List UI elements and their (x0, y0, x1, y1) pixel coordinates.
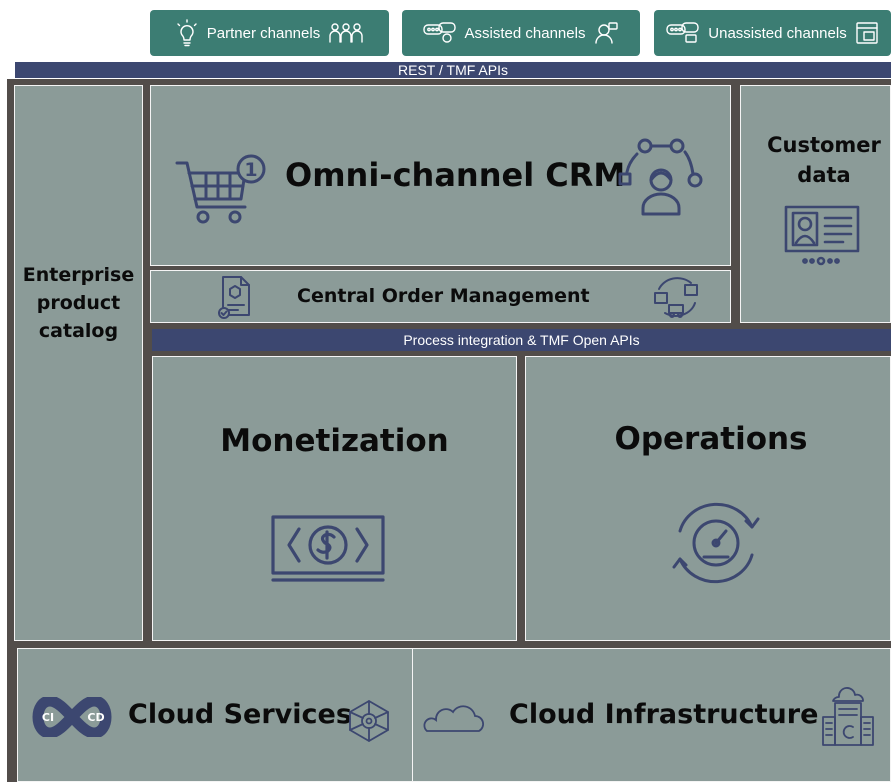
customer-data-line-2: data (797, 163, 851, 187)
lightbulb-icon (177, 19, 197, 47)
catalog-line-1: Enterprise (22, 264, 135, 286)
customer-data-panel: Customer data (740, 85, 891, 323)
datacenter-building-icon (822, 687, 874, 746)
customer-data-line-1: Customer (767, 133, 881, 157)
assisted-channels-button[interactable]: Assisted channels (402, 10, 640, 56)
money-bill-icon (271, 515, 385, 582)
cloud-services-title: Cloud Services (128, 699, 352, 730)
process-integration-bar: Process integration & TMF Open APIs (152, 329, 891, 351)
unassisted-channels-button[interactable]: Unassisted channels (654, 10, 891, 56)
customer-network-icon (618, 138, 703, 216)
catalog-line-2: product (36, 292, 121, 314)
ci-label: CI (42, 711, 54, 724)
assisted-channels-label: Assisted channels (464, 24, 586, 42)
partners-group-icon (329, 23, 363, 43)
speedometer-cycle-icon (672, 502, 760, 584)
ci-cd-infinity-icon: CI CD (32, 697, 112, 737)
unassisted-channels-label: Unassisted channels (708, 24, 847, 42)
network-hub-icon (349, 700, 389, 742)
order-document-icon (218, 276, 250, 319)
rest-tmf-api-label: REST / TMF APIs (398, 62, 508, 78)
delivery-cycle-icon (654, 277, 698, 318)
cart-badge: 1 (244, 159, 257, 181)
cloud-services-panel: CI CD Cloud Services (17, 648, 413, 782)
omni-channel-crm-title: Omni-channel CRM (285, 156, 626, 194)
partner-channels-button[interactable]: Partner channels (150, 10, 389, 56)
chat-bubbles-icon (422, 22, 456, 43)
operations-title: Operations (614, 421, 808, 457)
chat-bubbles-icon (666, 22, 699, 43)
monetization-panel: Monetization (152, 356, 517, 641)
process-integration-label: Process integration & TMF Open APIs (403, 332, 640, 348)
id-card-icon (784, 205, 860, 266)
cloud-infrastructure-title: Cloud Infrastructure (509, 699, 819, 730)
self-service-screen-icon (856, 22, 878, 44)
central-order-management-panel: Central Order Management (150, 270, 731, 323)
central-order-management-title: Central Order Management (297, 285, 590, 307)
monetization-title: Monetization (220, 423, 449, 459)
enterprise-product-catalog-panel: Enterprise product catalog (14, 85, 143, 641)
cloud-infrastructure-panel: Cloud Infrastructure (412, 648, 891, 782)
shopping-cart-icon: 1 (175, 154, 266, 224)
cloud-icon (423, 705, 485, 732)
agent-assist-icon (595, 22, 619, 44)
omni-channel-crm-panel: 1 Omni-channel CRM (150, 85, 731, 266)
partner-channels-label: Partner channels (206, 24, 321, 42)
cd-label: CD (87, 711, 104, 724)
catalog-line-3: catalog (38, 320, 119, 342)
rest-tmf-api-bar: REST / TMF APIs (15, 62, 891, 78)
operations-panel: Operations (525, 356, 891, 641)
